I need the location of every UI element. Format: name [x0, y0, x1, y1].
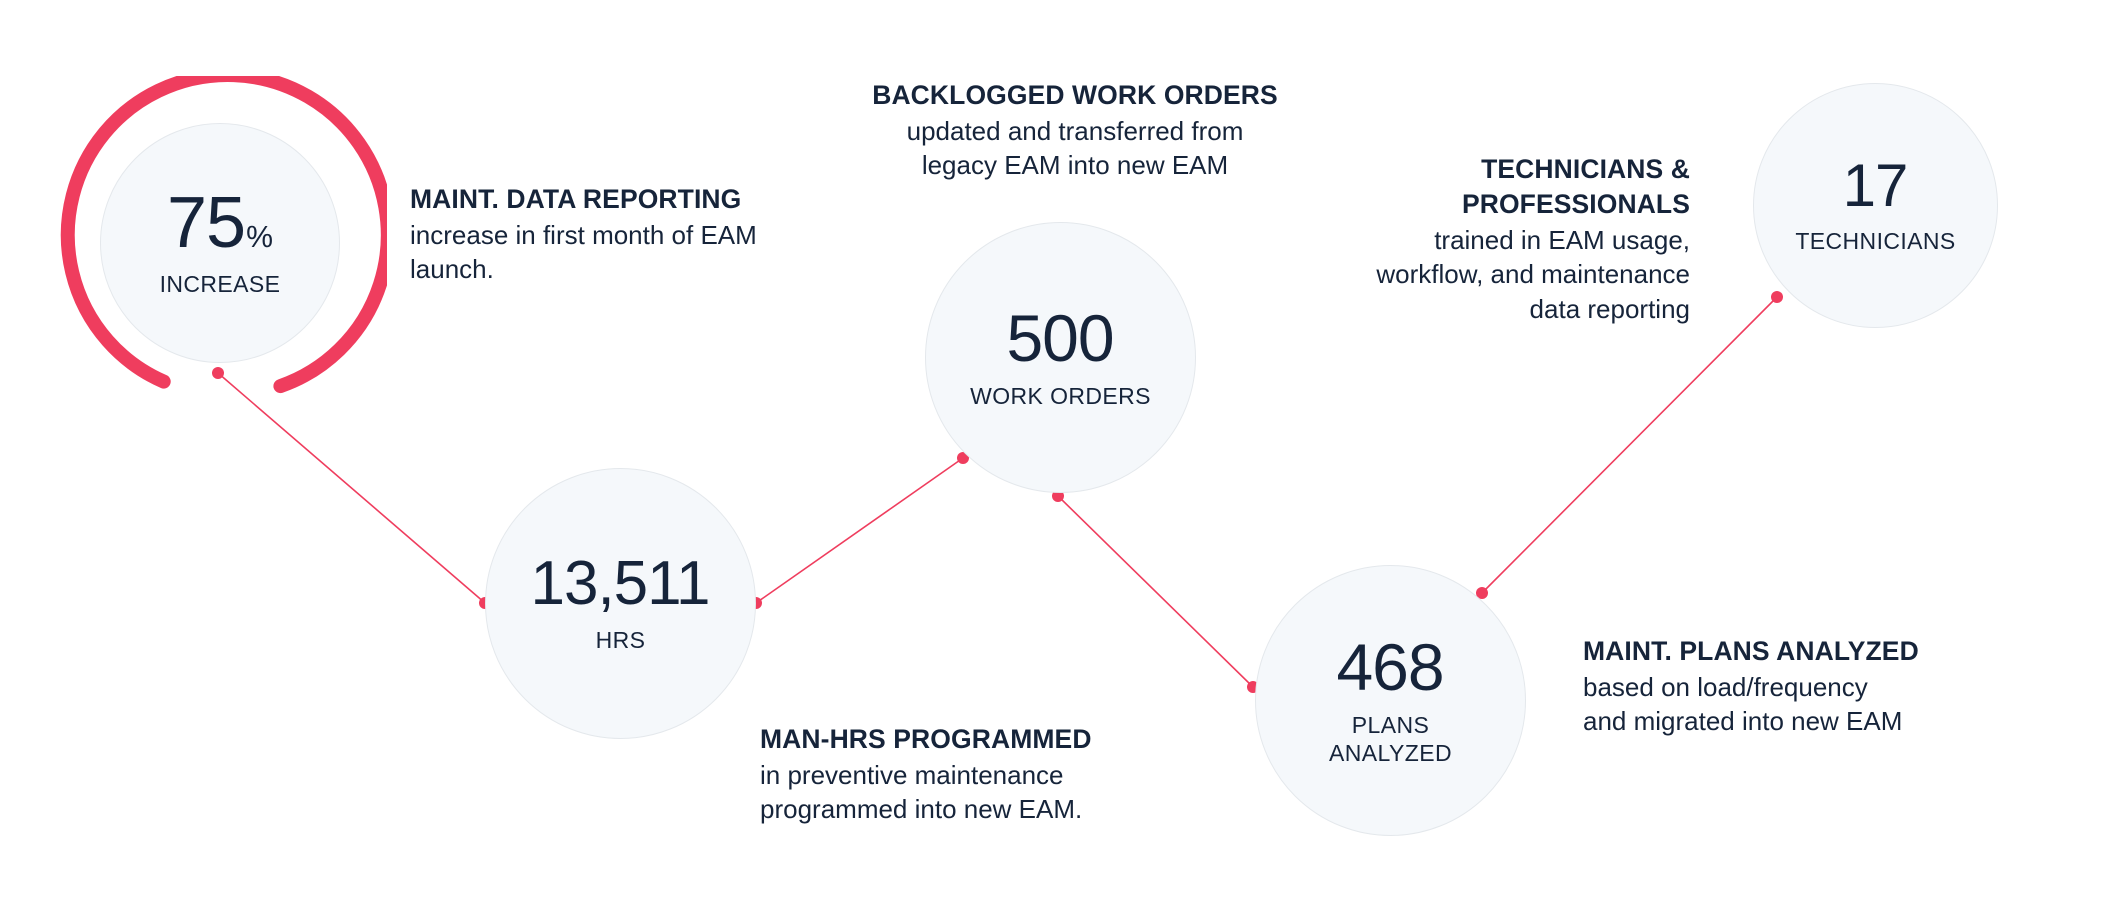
- stat-value-75: 75%: [167, 187, 273, 259]
- connector-line-3: [1057, 495, 1254, 688]
- caption-backlogged-work-orders: BACKLOGGED WORK ORDERS updated and trans…: [855, 78, 1295, 183]
- stat-number: 13,511: [530, 548, 710, 618]
- stat-unit-hrs: HRS: [595, 626, 646, 653]
- caption-body: in preventive maintenance programmed int…: [760, 759, 1083, 825]
- stat-circle-man-hrs-programmed[interactable]: 13,511 HRS: [485, 468, 756, 739]
- stat-circle-backlogged-work-orders[interactable]: 500 WORK ORDERS: [925, 222, 1196, 493]
- stat-circle-maint-data-reporting[interactable]: 75% INCREASE: [100, 123, 340, 363]
- stat-circle-maint-plans-analyzed[interactable]: 468 PLANS ANALYZED: [1255, 565, 1526, 836]
- caption-body: updated and transferred from legacy EAM …: [906, 115, 1244, 181]
- caption-man-hrs-programmed: MAN-HRS PROGRAMMED in preventive mainten…: [760, 722, 1160, 827]
- connector-line-1: [217, 372, 486, 604]
- stat-suffix: %: [246, 221, 273, 255]
- stat-unit-plans-analyzed: PLANS ANALYZED: [1329, 712, 1452, 766]
- connector-dot-8: [1771, 291, 1783, 303]
- caption-maint-data-reporting: MAINT. DATA REPORTING increase in first …: [410, 182, 830, 287]
- caption-maint-plans-analyzed: MAINT. PLANS ANALYZED based on load/freq…: [1583, 634, 2003, 739]
- caption-title: MAINT. DATA REPORTING: [410, 184, 742, 214]
- connector-line-2: [755, 457, 964, 604]
- stat-value-13511: 13,511: [530, 552, 710, 615]
- caption-title: MAN-HRS PROGRAMMED: [760, 724, 1092, 754]
- connector-line-4: [1481, 296, 1778, 594]
- caption-technicians-professionals: TECHNICIANS & PROFESSIONALS trained in E…: [1300, 152, 1690, 326]
- caption-body: trained in EAM usage, workflow, and main…: [1376, 224, 1690, 324]
- connector-dot-1: [212, 367, 224, 379]
- stat-value-468: 468: [1336, 634, 1444, 700]
- stat-value-17: 17: [1843, 155, 1909, 216]
- stat-value-500: 500: [1006, 305, 1114, 371]
- stat-unit-technicians: TECHNICIANS: [1795, 227, 1956, 254]
- stat-number: 500: [1006, 300, 1114, 375]
- stat-unit-work-orders: WORK ORDERS: [970, 382, 1151, 409]
- stat-circle-technicians-professionals[interactable]: 17 TECHNICIANS: [1753, 83, 1998, 328]
- caption-title: BACKLOGGED WORK ORDERS: [872, 80, 1278, 110]
- caption-title: MAINT. PLANS ANALYZED: [1583, 636, 1919, 666]
- stat-number: 468: [1336, 630, 1444, 705]
- caption-body: increase in first month of EAM launch.: [410, 219, 757, 285]
- stat-number: 75: [167, 183, 246, 264]
- stat-number: 17: [1842, 151, 1909, 219]
- caption-body: based on load/frequency and migrated int…: [1583, 671, 1903, 737]
- stat-unit-increase: INCREASE: [159, 271, 281, 298]
- caption-title: TECHNICIANS & PROFESSIONALS: [1461, 154, 1690, 219]
